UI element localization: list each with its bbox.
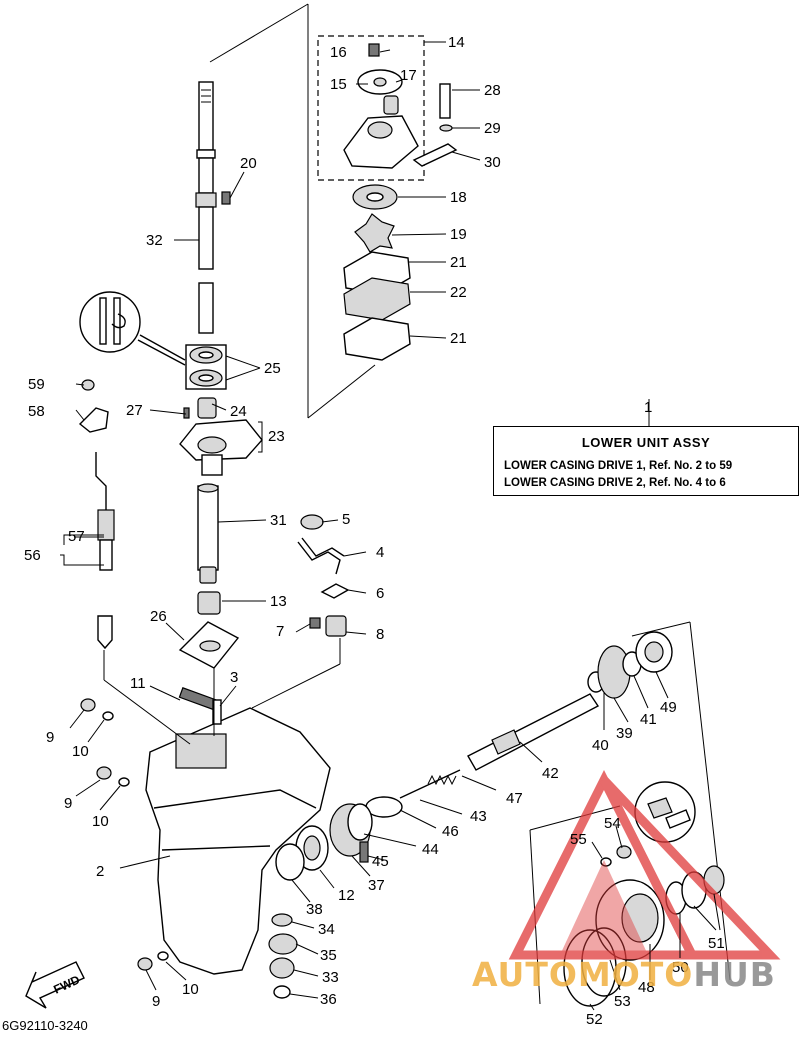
callout-44: 44 [422,841,439,858]
callout-57: 57 [68,528,85,545]
callout-28: 28 [484,82,501,99]
callout-31: 31 [270,512,287,529]
callout-58: 58 [28,403,45,420]
shift-rod-assembly [78,379,115,650]
callout-43: 43 [470,808,487,825]
callout-21b: 21 [450,330,467,347]
oil-seal [197,591,221,615]
callout-51: 51 [708,935,725,952]
pinion-stack [268,913,298,999]
callout-49: 49 [660,699,677,716]
retaining-plate [412,143,458,167]
shift-plunger [365,769,461,818]
callout-37: 37 [368,877,385,894]
callout-26: 26 [150,608,167,625]
casing-bolts [80,698,169,971]
callout-46: 46 [442,823,459,840]
callout-7: 7 [276,623,284,640]
callout-19: 19 [450,226,467,243]
legend-title: LOWER UNIT ASSY [581,435,711,450]
callout-13: 13 [270,593,287,610]
callout-9a: 9 [46,729,54,746]
callout-50: 50 [672,959,689,976]
drive-shaft [195,81,217,334]
callout-10c: 10 [182,981,199,998]
callout-10b: 10 [92,813,109,830]
water-pump-assembly [317,35,425,181]
callout-38: 38 [306,901,323,918]
callout-56: 56 [24,547,41,564]
callout-29: 29 [484,120,501,137]
callout-30: 30 [484,154,501,171]
callout-52: 52 [586,1011,603,1028]
callout-16: 16 [330,44,347,61]
callout-numbers: 2 3 4 5 6 7 8 9 9 9 10 10 10 11 12 13 14… [24,34,725,1028]
callout-14: 14 [448,34,465,51]
watermark-text: AUTOMOTOHUB [472,955,776,994]
callout-12: 12 [338,887,355,904]
bearing-housing [179,397,263,476]
callout-24: 24 [230,403,247,420]
callout-6: 6 [376,585,384,602]
callout-9c: 9 [152,993,160,1010]
woodruff-key [221,191,231,205]
callout-48: 48 [638,979,655,996]
watermark-logo [508,769,781,960]
callout-22: 22 [450,284,467,301]
callout-36: 36 [320,991,337,1008]
drive-shaft-boundary [209,3,376,419]
bearing-detail [79,291,186,366]
fwd-arrow: FWD [25,961,85,1009]
legend-line-2: LOWER CASING DRIVE 2, Ref. No. 4 to 6 [504,477,726,489]
legend-box: LOWER UNIT ASSY LOWER CASING DRIVE 1, Re… [493,426,799,496]
forward-gear-assembly [275,803,373,881]
callout-40: 40 [592,737,609,754]
callout-42: 42 [542,765,559,782]
callout-59: 59 [28,376,45,393]
callout-47: 47 [506,790,523,807]
callout-34: 34 [318,921,335,938]
callout-5: 5 [342,511,350,528]
callout-55: 55 [570,831,587,848]
callout-2: 2 [96,863,104,880]
callout-1: 1 [644,399,652,416]
callout-11: 11 [130,675,146,692]
leader-lines [60,41,721,1011]
callout-27: 27 [126,402,143,419]
callout-45: 45 [372,853,389,870]
callout-8: 8 [376,626,384,643]
callout-21a: 21 [450,254,467,271]
watermark-part1: AUTOMOTO [472,955,694,994]
callout-9b: 9 [64,795,72,812]
water-tube [197,483,219,584]
callout-20: 20 [240,155,257,172]
callout-39: 39 [616,725,633,742]
water-inlet-parts [297,514,350,637]
callout-53: 53 [614,993,631,1010]
propeller-shaft-assembly [467,621,731,981]
callout-17: 17 [400,67,417,84]
callout-32: 32 [146,232,163,249]
callout-15: 15 [330,76,347,93]
drive-shaft-bearings [185,344,227,390]
callout-35: 35 [320,947,337,964]
watermark-part2: HUB [693,955,776,994]
callout-18: 18 [450,189,467,206]
lower-casing [145,687,331,975]
callout-54: 54 [604,815,621,832]
diagram-code: 6G92110-3240 [2,1018,88,1033]
callout-25: 25 [264,360,281,377]
callout-23: 23 [268,428,285,445]
callout-10a: 10 [72,743,89,760]
callout-4: 4 [376,544,384,561]
pump-bolt [439,83,451,119]
callout-3: 3 [230,669,238,686]
callout-41: 41 [640,711,657,728]
callout-33: 33 [322,969,339,986]
legend-line-1: LOWER CASING DRIVE 1, Ref. No. 2 to 59 [504,460,733,472]
pump-internals [343,184,411,361]
